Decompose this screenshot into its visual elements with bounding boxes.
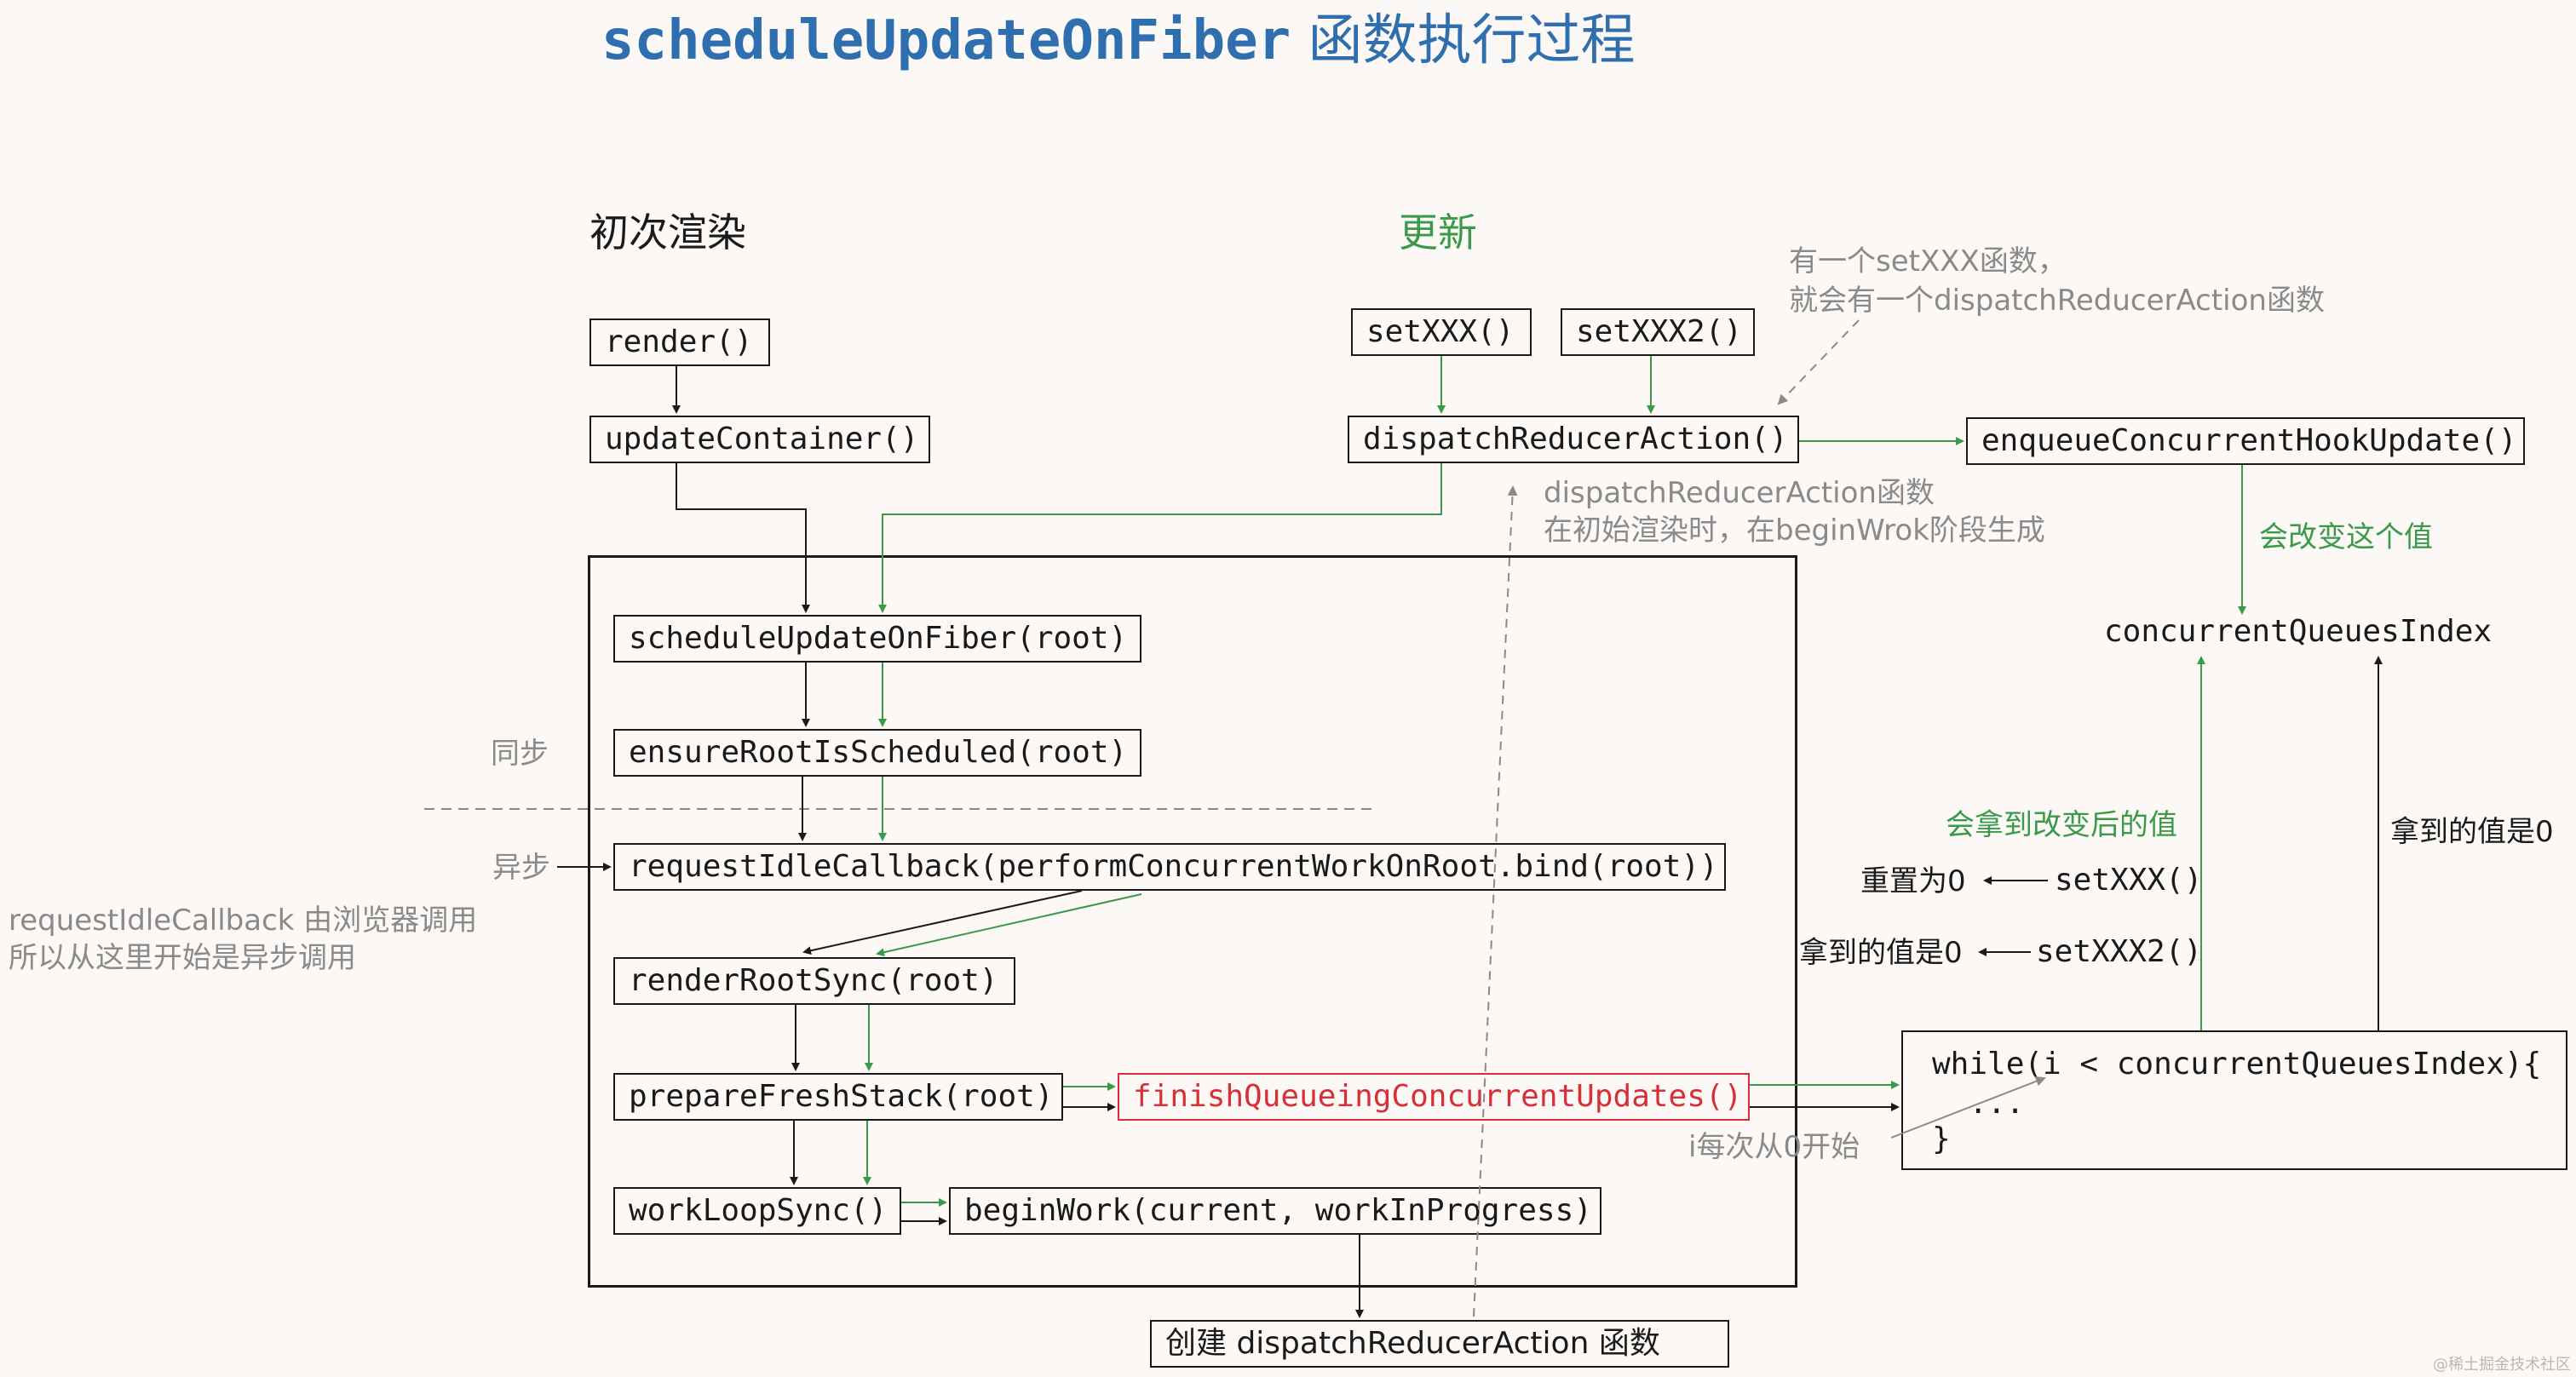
note-ric-line1: requestIdleCallback 由浏览器调用 bbox=[9, 904, 478, 938]
label-got-zero-left: 拿到的值是0 bbox=[1799, 936, 1963, 970]
title-code: scheduleUpdateOnFiber bbox=[601, 9, 1291, 72]
label-got-zero-right: 拿到的值是0 bbox=[2390, 815, 2554, 849]
work-loop-sync-box: workLoopSync() bbox=[613, 1187, 901, 1235]
create-dispatch-box: 创建 dispatchReducerAction 函数 bbox=[1150, 1320, 1729, 1368]
section-initial-render: 初次渲染 bbox=[589, 209, 746, 255]
dispatch-reducer-action-box: dispatchReducerAction() bbox=[1348, 416, 1799, 463]
note-setxxx-line1: 有一个setXXX函数， bbox=[1789, 244, 2067, 278]
label-sync: 同步 bbox=[491, 737, 549, 771]
finish-queueing-box: finishQueueingConcurrentUpdates() bbox=[1118, 1073, 1750, 1121]
prepare-fresh-stack-box: prepareFreshStack(root) bbox=[613, 1073, 1063, 1121]
render-box: render() bbox=[589, 318, 770, 366]
set-xxx-box: setXXX() bbox=[1351, 308, 1532, 356]
enqueue-hook-update-box: enqueueConcurrentHookUpdate() bbox=[1966, 417, 2525, 465]
note-ric-line2: 所以从这里开始是异步调用 bbox=[9, 941, 356, 975]
while-block bbox=[1901, 1030, 2567, 1170]
side-call-setxxx2: setXXX2() bbox=[2036, 934, 2203, 969]
while-line-1: while(i < concurrentQueuesIndex){ bbox=[1932, 1047, 2542, 1082]
create-dispatch-label: 创建 dispatchReducerAction 函数 bbox=[1165, 1326, 1660, 1361]
label-i-from-zero: i每次从0开始 bbox=[1688, 1130, 1860, 1164]
page-title: scheduleUpdateOnFiber 函数执行过程 bbox=[601, 14, 1636, 68]
set-xxx2-box: setXXX2() bbox=[1561, 308, 1755, 356]
label-get-changed: 会拿到改变后的值 bbox=[1946, 808, 2177, 842]
side-call-setxxx: setXXX() bbox=[2055, 863, 2203, 898]
ensure-root-box: ensureRootIsScheduled(root) bbox=[613, 729, 1141, 777]
label-async: 异步 bbox=[492, 851, 550, 885]
request-idle-box: requestIdleCallback(performConcurrentWor… bbox=[613, 843, 1726, 891]
schedule-update-box: scheduleUpdateOnFiber(root) bbox=[613, 615, 1141, 663]
note-dispatch-line2: 在初始渲染时，在beginWrok阶段生成 bbox=[1544, 514, 2045, 548]
begin-work-box: beginWork(current, workInProgress) bbox=[949, 1187, 1601, 1235]
render-root-sync-box: renderRootSync(root) bbox=[613, 957, 1015, 1005]
while-line-3: } bbox=[1932, 1122, 1951, 1156]
note-dispatch-line1: dispatchReducerAction函数 bbox=[1544, 476, 1935, 510]
title-text: 函数执行过程 bbox=[1291, 9, 1636, 72]
async-work-frame bbox=[588, 555, 1797, 1288]
note-setxxx-line2: 就会有一个dispatchReducerAction函数 bbox=[1789, 284, 2325, 318]
label-reset-zero: 重置为0 bbox=[1860, 864, 1966, 898]
watermark: @稀土掘金技术社区 bbox=[2433, 1356, 2571, 1374]
label-will-change: 会改变这个值 bbox=[2259, 520, 2433, 554]
section-update: 更新 bbox=[1399, 209, 1477, 255]
update-container-box: updateContainer() bbox=[589, 416, 930, 463]
concurrent-queues-index: concurrentQueuesIndex bbox=[2104, 614, 2493, 649]
